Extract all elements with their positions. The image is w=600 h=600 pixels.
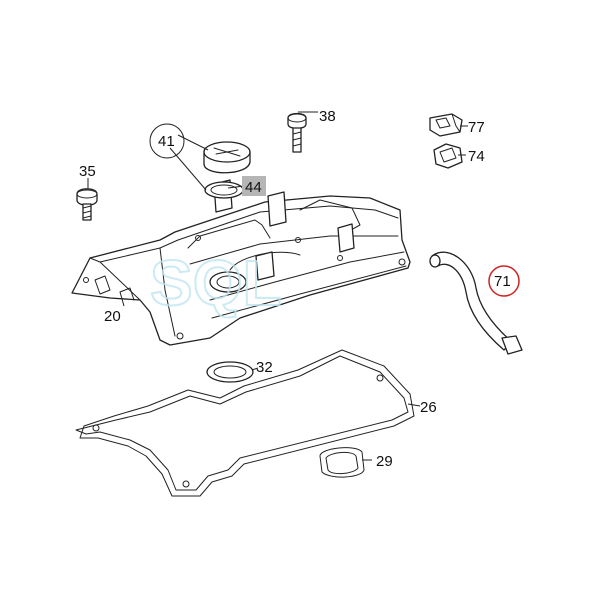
callout-44: 44 [245, 179, 262, 196]
watermark-logo: SQL [150, 247, 282, 319]
callout-29: 29 [376, 453, 393, 470]
seal-ring-32 [206, 361, 254, 383]
breather-hose [429, 251, 523, 355]
callout-26: 26 [420, 399, 437, 416]
valve-cover-gasket [75, 349, 415, 497]
highlight-circle-71 [488, 265, 520, 297]
callout-41: 41 [158, 133, 175, 150]
clip-77 [429, 113, 463, 137]
callout-38: 38 [319, 108, 336, 125]
callout-74: 74 [468, 148, 485, 165]
highlight-shade-44 [242, 176, 266, 196]
callout-77: 77 [468, 119, 485, 136]
small-gasket-29 [319, 447, 365, 478]
callout-20: 20 [104, 308, 121, 325]
valve-cover [71, 179, 411, 346]
callout-circle-41 [149, 123, 185, 159]
callout-32: 32 [256, 359, 273, 376]
cap-seal-ring [204, 181, 244, 199]
bolt-35 [76, 188, 98, 221]
callout-labels: 20 26 29 32 35 38 41 44 71 74 77 [79, 108, 511, 470]
callout-35: 35 [79, 163, 96, 180]
callout-71: 71 [494, 273, 511, 290]
oil-filler-cap [203, 141, 251, 174]
bolt-38 [287, 112, 307, 153]
holder-74 [433, 143, 463, 169]
